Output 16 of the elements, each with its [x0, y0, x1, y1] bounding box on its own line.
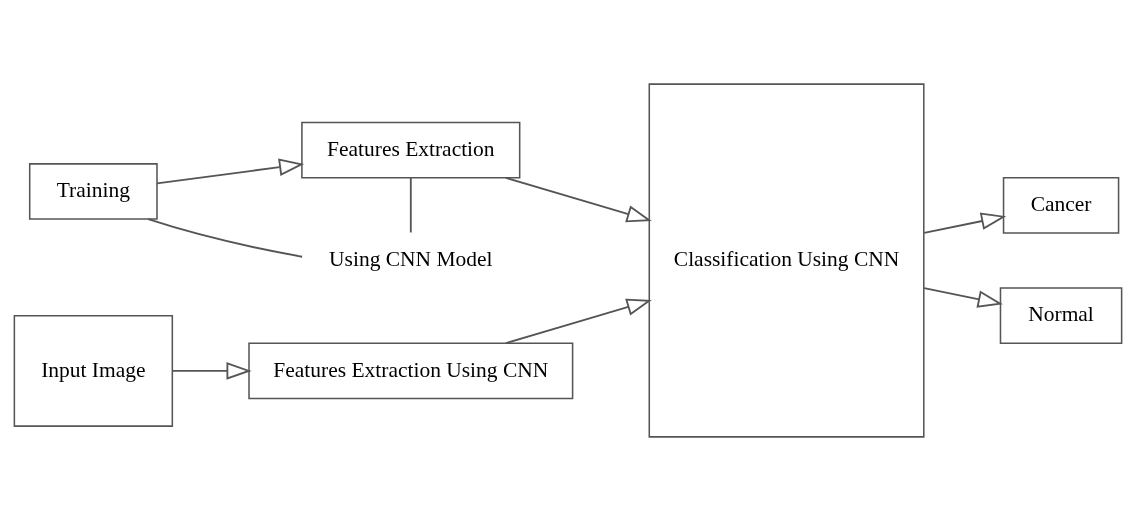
node-text: Using CNN Model — [329, 247, 493, 272]
arrow — [504, 298, 652, 345]
node-box: Features Extraction — [301, 121, 521, 179]
arrow — [171, 362, 252, 380]
node-box: Classification Using CNN — [648, 83, 925, 438]
connector — [147, 218, 304, 258]
node-box: Normal — [999, 287, 1123, 345]
arrow — [923, 287, 1003, 308]
node-box: Features Extraction Using CNN — [248, 342, 574, 400]
node-box: Cancer — [1002, 176, 1120, 234]
arrow — [923, 212, 1007, 234]
arrow — [504, 176, 652, 223]
arrow — [156, 158, 305, 185]
node-box: Training — [28, 163, 158, 220]
node-box: Input Image — [13, 314, 174, 427]
connector — [409, 176, 412, 234]
